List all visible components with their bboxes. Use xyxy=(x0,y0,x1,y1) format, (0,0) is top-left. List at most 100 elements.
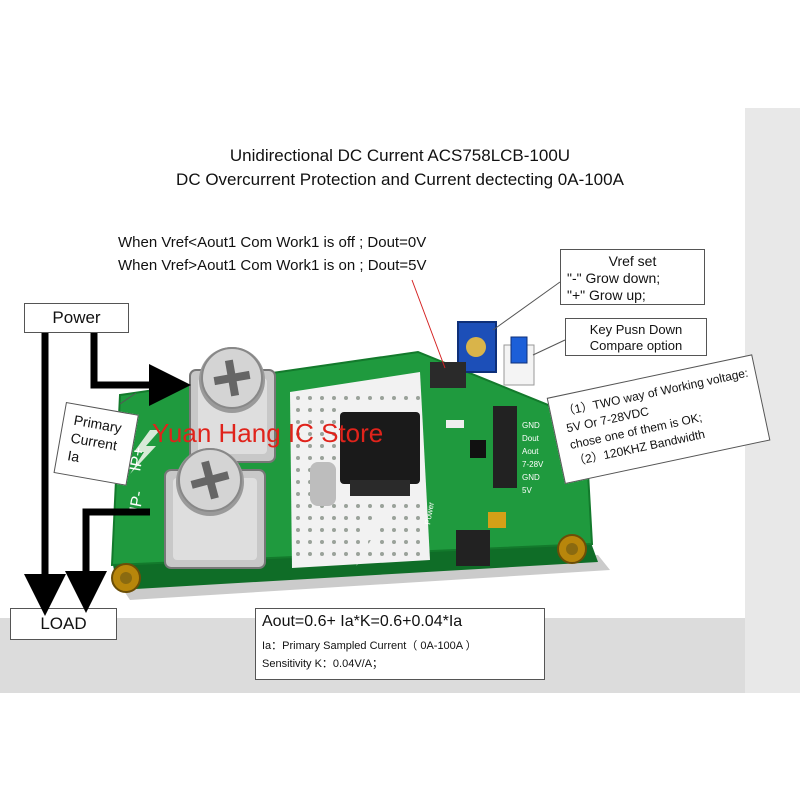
via-dot xyxy=(344,504,348,508)
via-dot xyxy=(368,396,372,400)
via-dot xyxy=(404,528,408,532)
key-push-callout: Key Pusn Down Compare option xyxy=(565,318,707,356)
via-dot xyxy=(380,540,384,544)
via-dot xyxy=(308,396,312,400)
formula-line-1: Ia：Primary Sampled Current（ 0A-100A ） xyxy=(262,640,477,652)
key-line-2: Compare option xyxy=(589,338,683,353)
comparator-ic xyxy=(430,362,466,388)
title-line-2: DC Overcurrent Protection and Current de… xyxy=(176,170,624,189)
via-dot xyxy=(332,516,336,520)
via-dot xyxy=(404,540,408,544)
terminal-ip-plus xyxy=(189,347,276,463)
smd-resistor xyxy=(446,420,464,428)
via-dot xyxy=(308,540,312,544)
via-dot xyxy=(332,408,336,412)
via-dot xyxy=(296,504,300,508)
via-dot xyxy=(392,552,396,556)
vref-line-2: "+" Grow up; xyxy=(567,287,646,303)
via-dot xyxy=(368,552,372,556)
condition-line-1: When Vref<Aout1 Com Work1 is off ; Dout=… xyxy=(118,234,427,251)
transistor xyxy=(470,440,486,458)
pin-label: Dout xyxy=(522,434,540,443)
via-dot xyxy=(392,504,396,508)
via-dot xyxy=(296,396,300,400)
terminal-ip-minus xyxy=(164,448,266,569)
lightning-mark-icon-2 xyxy=(130,430,160,474)
via-dot xyxy=(296,468,300,472)
via-dot xyxy=(296,444,300,448)
via-dot xyxy=(404,516,408,520)
via-dot xyxy=(332,420,336,424)
via-dot xyxy=(308,528,312,532)
via-dot xyxy=(308,456,312,460)
via-dot xyxy=(332,444,336,448)
pin-label: GND xyxy=(522,473,540,482)
via-dot xyxy=(320,456,324,460)
via-dot xyxy=(308,504,312,508)
via-dot xyxy=(320,444,324,448)
via-dot xyxy=(296,420,300,424)
pin-label: Aout xyxy=(522,447,539,456)
lightning-mark-icon xyxy=(356,510,392,566)
condition-line-2: When Vref>Aout1 Com Work1 is on ; Dout=5… xyxy=(118,257,427,274)
pin-header xyxy=(493,406,517,488)
via-dot xyxy=(380,528,384,532)
via-dot xyxy=(296,540,300,544)
via-dot xyxy=(356,396,360,400)
via-dot xyxy=(308,432,312,436)
pin-label: GND xyxy=(522,421,540,430)
via-dot xyxy=(356,528,360,532)
primary-current-callout: Primary Current Ia xyxy=(53,402,139,486)
potentiometer-screw xyxy=(466,337,486,357)
via-dot xyxy=(320,396,324,400)
via-dot xyxy=(332,456,336,460)
formula-text: Aout=0.6+ Ia*K=0.6+0.04*Ia xyxy=(262,613,463,630)
via-dot xyxy=(344,540,348,544)
via-dot xyxy=(332,432,336,436)
ip-minus-label: IP- xyxy=(127,490,147,513)
via-dot xyxy=(320,540,324,544)
via-dot xyxy=(392,516,396,520)
acs758-sensor-chip xyxy=(310,412,420,506)
via-dot xyxy=(356,516,360,520)
via-dot xyxy=(308,408,312,412)
via-dot xyxy=(368,516,372,520)
pin-label: 7-28V xyxy=(522,460,544,469)
via-dot xyxy=(320,408,324,412)
via-dot xyxy=(308,516,312,520)
via-dot xyxy=(344,528,348,532)
via-dot xyxy=(416,552,420,556)
via-dot xyxy=(344,516,348,520)
via-dot xyxy=(320,432,324,436)
via-dot xyxy=(404,504,408,508)
via-dot xyxy=(296,492,300,496)
via-dot xyxy=(344,396,348,400)
via-dot xyxy=(392,396,396,400)
watermark: Yuan Hang IC Store xyxy=(152,418,384,448)
via-dot xyxy=(404,552,408,556)
via-dot xyxy=(332,540,336,544)
via-dot xyxy=(320,552,324,556)
via-dot xyxy=(344,552,348,556)
load-label: LOAD xyxy=(10,608,117,640)
formula-callout: Aout=0.6+ Ia*K=0.6+0.04*Ia Ia：Primary Sa… xyxy=(255,608,545,680)
power-label: Power xyxy=(24,303,129,333)
via-dot xyxy=(308,444,312,448)
via-dot xyxy=(380,504,384,508)
power-silkscreen: Power xyxy=(423,501,436,525)
vref-title: Vref set xyxy=(608,253,657,269)
via-dot xyxy=(356,504,360,508)
via-dot xyxy=(416,504,420,508)
via-dot xyxy=(416,528,420,532)
ip-plus-label: IP+ xyxy=(127,446,148,473)
via-dot xyxy=(296,432,300,436)
capacitor xyxy=(488,512,506,528)
via-dot xyxy=(332,504,336,508)
vref-line-1: "-" Grow down; xyxy=(567,270,661,286)
via-dot xyxy=(356,552,360,556)
via-dot xyxy=(320,420,324,424)
via-dot xyxy=(296,516,300,520)
